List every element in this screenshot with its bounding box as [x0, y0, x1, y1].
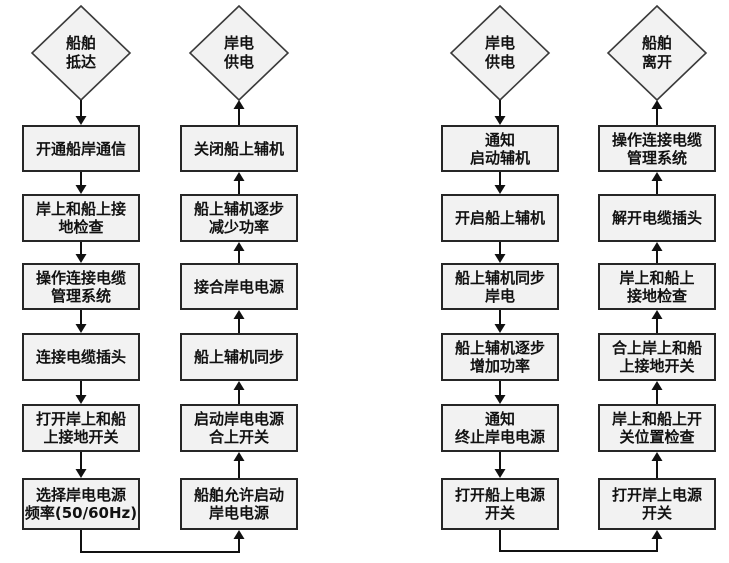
flow-arrowhead-down	[494, 395, 506, 404]
flow-step-c1-r1: 开通船岸通信	[22, 125, 140, 172]
terminal-label-ship-arrival: 船舶 抵达	[65, 34, 96, 71]
flow-arrowhead-up	[651, 172, 663, 181]
flow-arrowhead-up	[651, 100, 663, 109]
flow-arrowhead-down	[75, 324, 87, 333]
flow-step-c1-r3: 操作连接电缆 管理系统	[22, 263, 140, 310]
flow-step-c3-r6: 打开船上电源 开关	[441, 478, 559, 530]
flow-step-c3-r1: 通知 启动辅机	[441, 125, 559, 172]
flow-step-c4-r6: 打开岸上电源 开关	[598, 478, 716, 530]
terminal-label-ship-departure: 船舶 离开	[641, 34, 672, 71]
flow-step-c4-r5: 岸上和船上开 关位置检查	[598, 404, 716, 452]
elbow-connector	[499, 530, 658, 552]
flow-arrowhead-down	[75, 254, 87, 263]
flow-arrowhead-down	[494, 324, 506, 333]
flow-arrowhead-down	[494, 185, 506, 194]
flow-arrowhead-up	[233, 381, 245, 390]
flow-arrowhead-up	[651, 530, 663, 539]
flow-arrowhead-up	[233, 100, 245, 109]
flow-step-c2-r4: 船上辅机同步	[180, 333, 298, 381]
flow-arrowhead-up	[651, 381, 663, 390]
flow-step-c3-r3: 船上辅机同步 岸电	[441, 263, 559, 310]
flow-step-c4-r1: 操作连接电缆 管理系统	[598, 125, 716, 172]
flow-arrowhead-up	[233, 242, 245, 251]
flow-arrowhead-down	[75, 395, 87, 404]
flow-arrowhead-down	[75, 116, 87, 125]
flow-step-c3-r5: 通知 终止岸电电源	[441, 404, 559, 452]
flow-arrowhead-up	[651, 310, 663, 319]
flow-arrowhead-up	[233, 452, 245, 461]
terminal-label-shore-power-right: 岸电 供电	[484, 34, 515, 71]
elbow-connector	[80, 530, 240, 553]
flow-step-c3-r4: 船上辅机逐步 增加功率	[441, 333, 559, 381]
flow-arrowhead-down	[494, 469, 506, 478]
flow-arrowhead-down	[494, 254, 506, 263]
flow-step-c1-r2: 岸上和船上接 地检查	[22, 194, 140, 242]
flow-step-c2-r5: 启动岸电电源 合上开关	[180, 404, 298, 452]
flow-step-c4-r3: 岸上和船上 接地检查	[598, 263, 716, 310]
flow-arrowhead-up	[233, 172, 245, 181]
flow-step-c3-r2: 开启船上辅机	[441, 194, 559, 242]
flow-step-c2-r3: 接合岸电电源	[180, 263, 298, 310]
flow-arrowhead-up	[651, 452, 663, 461]
flow-step-c1-r6: 选择岸电电源 频率(50/60Hz)	[22, 478, 140, 530]
flow-arrowhead-up	[233, 530, 245, 539]
flow-step-c4-r2: 解开电缆插头	[598, 194, 716, 242]
flow-arrowhead-down	[494, 116, 506, 125]
flow-arrowhead-up	[651, 242, 663, 251]
terminal-label-shore-power-left: 岸电 供电	[223, 34, 254, 71]
flow-arrowhead-up	[233, 310, 245, 319]
flow-step-c2-r6: 船舶允许启动 岸电电源	[180, 478, 298, 530]
flow-arrowhead-down	[75, 469, 87, 478]
flow-step-c2-r2: 船上辅机逐步 减少功率	[180, 194, 298, 242]
flow-step-c1-r4: 连接电缆插头	[22, 333, 140, 381]
flow-step-c2-r1: 关闭船上辅机	[180, 125, 298, 172]
flow-step-c1-r5: 打开岸上和船 上接地开关	[22, 404, 140, 452]
flow-arrowhead-down	[75, 185, 87, 194]
flow-step-c4-r4: 合上岸上和船 上接地开关	[598, 333, 716, 381]
